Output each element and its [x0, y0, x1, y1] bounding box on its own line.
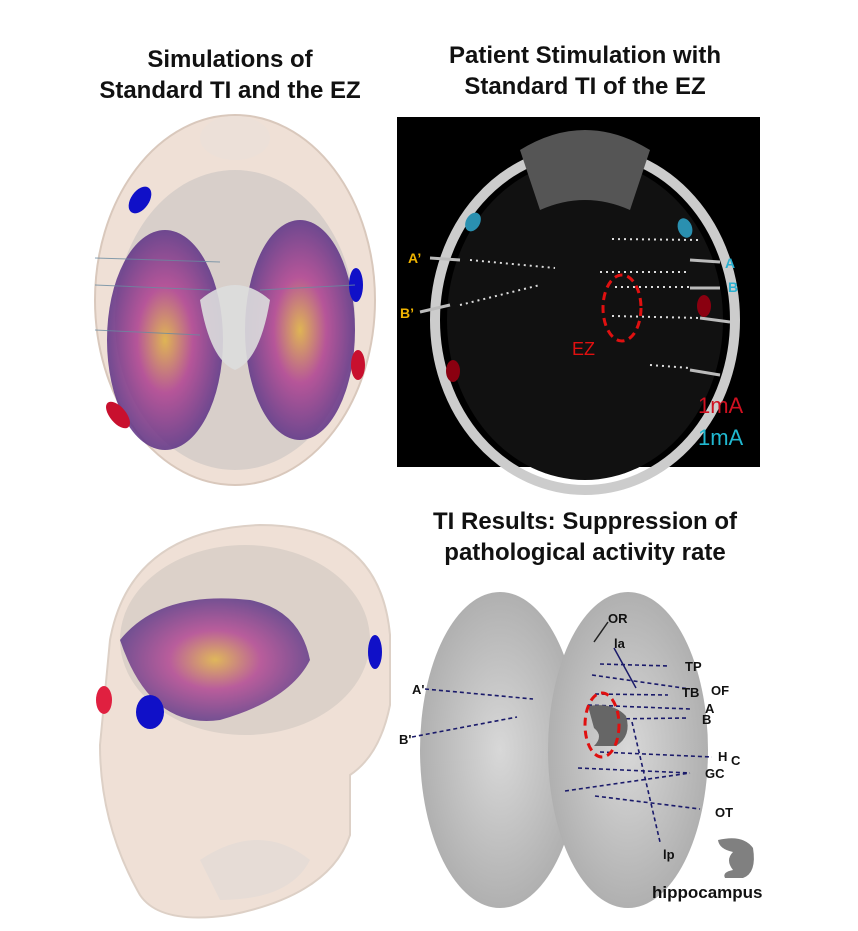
red-electrode [96, 686, 112, 714]
ct-scan-image: A’ B’ A B EZ 1mA 1mA [397, 117, 760, 495]
blue-electrode [128, 186, 152, 214]
title-line: Patient Stimulation with [448, 42, 721, 69]
label-c: C [731, 753, 741, 768]
label-b: B [728, 279, 738, 295]
title-line: pathological activity rate [444, 539, 726, 566]
label-a-prime: A’ [408, 250, 421, 266]
brain-electrode-map: OR la TP TB OF A B A' B' H C GC OT lp hi… [399, 592, 763, 908]
label-or: OR [608, 611, 628, 626]
label-gc: GC [705, 766, 725, 781]
label-lp: lp [663, 847, 675, 862]
label-b-prime: B' [399, 732, 411, 747]
cyan-electrode [677, 218, 693, 238]
title-ti-results: TI Results: Suppression of pathological … [390, 506, 780, 568]
current-label-red: 1mA [698, 393, 744, 418]
ez-marker [601, 273, 643, 343]
title-line: TI Results: Suppression of [432, 508, 738, 535]
label-ez: EZ [572, 339, 595, 359]
label-a: A [705, 701, 715, 716]
label-a-prime: A' [412, 682, 424, 697]
label-b-prime: B’ [400, 305, 414, 321]
blue-electrode [136, 695, 164, 729]
brain-field-right [245, 220, 355, 440]
label-a: A [725, 255, 735, 271]
blue-electrode [368, 635, 382, 669]
label-of: OF [711, 683, 729, 698]
label-ot: OT [715, 805, 733, 820]
title-patient-stimulation: Patient Stimulation with Standard TI of … [390, 40, 780, 102]
cyan-electrode [465, 212, 481, 232]
label-tp: TP [685, 659, 702, 674]
head-simulation-top-view [94, 114, 376, 486]
label-tb: TB [682, 685, 699, 700]
label-hippocampus: hippocampus [652, 883, 763, 902]
title-line: Simulations of [147, 46, 313, 73]
red-electrode [351, 350, 365, 380]
title-simulations: Simulations of Standard TI and the EZ [60, 44, 400, 106]
red-electrode [697, 295, 711, 317]
red-electrode [446, 360, 460, 382]
current-label-cyan: 1mA [698, 425, 744, 450]
label-la: la [614, 636, 626, 651]
label-h: H [718, 749, 727, 764]
ez-marker [583, 691, 621, 759]
brain-field-left [107, 230, 223, 450]
red-electrode [106, 401, 130, 429]
title-line: Standard TI of the EZ [464, 73, 706, 100]
hippocampus-legend-icon [718, 838, 754, 878]
label-b: B [702, 712, 711, 727]
brain-field-side [120, 598, 310, 721]
blue-electrode [349, 268, 363, 302]
title-line: Standard TI and the EZ [99, 77, 361, 104]
head-simulation-side-view [96, 523, 391, 919]
